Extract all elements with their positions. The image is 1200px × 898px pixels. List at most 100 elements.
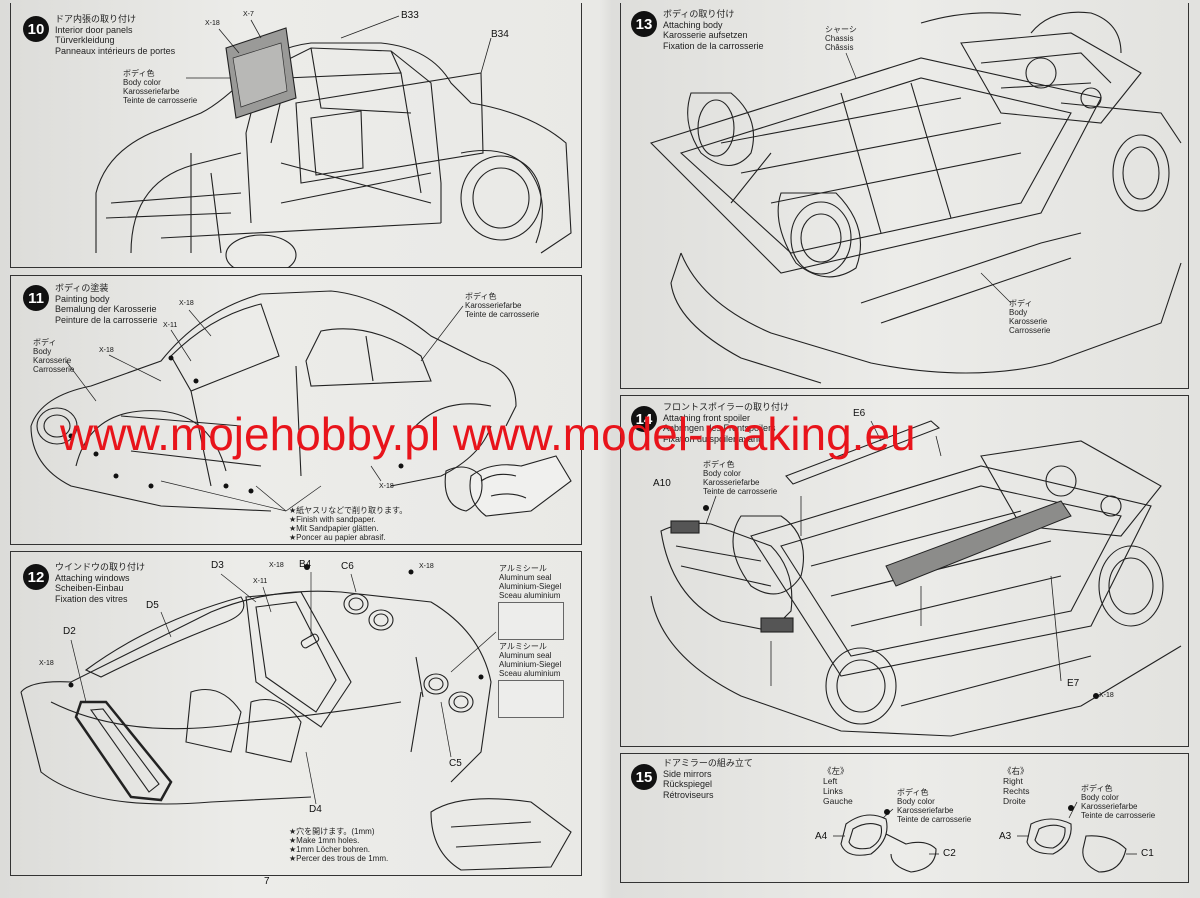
step-15-right-color: ボディ色 Body color Karosseriefarbe Teinte d… <box>1081 784 1155 820</box>
step-11-note: ★紙ヤスリなどで削り取ります。 ★Finish with sandpaper. … <box>289 506 407 542</box>
step-11-titles: ボディの塗装 Painting body Bemalung der Kaross… <box>55 283 158 325</box>
part-x18: X-18 <box>1099 692 1114 699</box>
step-11-illustration <box>30 290 572 517</box>
part-a10: A10 <box>653 478 671 489</box>
step-14-color-callout: ボディ色 Body color Karosseriefarbe Teinte d… <box>703 460 777 496</box>
part-x18: X-18 <box>205 20 220 27</box>
step-13-number: 13 <box>631 11 657 37</box>
step-12-number: 12 <box>23 564 49 590</box>
body-fr: Carrosserie <box>1009 326 1051 335</box>
color-jp: ボディ色 <box>123 69 155 78</box>
step-13-panel: 13 ボディの取り付け Attaching body Karosserie au… <box>620 3 1189 389</box>
part-x11: X-11 <box>253 578 268 585</box>
step-13-titles: ボディの取り付け Attaching body Karosserie aufse… <box>663 9 764 51</box>
step-14-panel: 14 フロントスポイラーの取り付け Attaching front spoile… <box>620 395 1189 747</box>
part-c2: C2 <box>943 848 956 859</box>
color-en: Body color <box>123 78 161 87</box>
color-l-fr: Teinte de carrosserie <box>897 815 972 824</box>
right-fr: Droite <box>1003 796 1026 806</box>
part-b34: B34 <box>491 29 509 40</box>
left-de: Links <box>823 786 843 796</box>
color-l-en: Body color <box>897 797 935 806</box>
seal2-en: Aluminum seal <box>499 651 552 660</box>
step-11-title-en: Painting body <box>55 293 110 304</box>
part-x18-b: X-18 <box>419 563 434 570</box>
step-15-right-label: 《右》 Right Rechts Droite <box>1003 766 1029 806</box>
body-de: Karosserie <box>33 356 72 365</box>
step-13-chassis-callout: シャーシ Chassis Châssis <box>825 25 857 52</box>
step-10-title-en: Interior door panels <box>55 24 133 35</box>
part-d4: D4 <box>309 804 322 815</box>
seal-2-sticker <box>498 680 564 718</box>
left-fr: Gauche <box>823 796 853 806</box>
step-12-title-en: Attaching windows <box>55 572 130 583</box>
body-jp: ボディ <box>33 338 57 347</box>
step-13-title-en: Attaching body <box>663 19 723 30</box>
step-12-panel: 12 ウインドウの取り付け Attaching windows Scheiben… <box>10 551 582 887</box>
chassis-fr: Châssis <box>825 43 854 52</box>
color-l-de: Karosseriefarbe <box>897 806 954 815</box>
step-10-panel: 10 ドア内張の取り付け Interior door panels Türver… <box>10 3 582 268</box>
note-jp: ★穴を開けます。(1mm) <box>289 827 375 836</box>
color-fr: Teinte de carrosserie <box>123 96 198 105</box>
right-jp: 《右》 <box>1003 766 1029 776</box>
right-de: Rechts <box>1003 786 1030 796</box>
color-jp: ボディ色 <box>465 292 497 301</box>
seal1-jp: アルミシール <box>499 564 547 573</box>
note-en: ★Make 1mm holes. <box>289 836 360 845</box>
step-14-title-en: Attaching front spoiler <box>663 412 751 423</box>
part-x11: X-11 <box>163 322 178 329</box>
step-11-panel: 11 ボディの塗装 Painting body Bemalung der Kar… <box>10 275 582 545</box>
part-d5: D5 <box>146 600 159 611</box>
part-e7: E7 <box>1067 678 1080 689</box>
part-c1: C1 <box>1141 848 1154 859</box>
step-12-title-de: Scheiben-Einbau <box>55 583 124 593</box>
seal2-de: Aluminium-Siegel <box>499 660 562 669</box>
watermark-text: www.mojehobby.pl www.model-making.eu <box>60 408 916 460</box>
part-e6: E6 <box>853 408 866 419</box>
note-jp: ★紙ヤスリなどで削り取ります。 <box>289 506 408 515</box>
step-12-seal-1: アルミシール Aluminum seal Aluminium-Siegel Sc… <box>499 564 561 600</box>
step-10-title-de: Türverkleidung <box>55 35 115 45</box>
color-l-jp: ボディ色 <box>897 788 929 797</box>
color-r-en: Body color <box>1081 793 1119 802</box>
step-13-title-jp: ボディの取り付け <box>663 9 735 19</box>
note-fr: ★Percer des trous de 1mm. <box>289 854 389 863</box>
part-x18-c: X-18 <box>39 660 54 667</box>
note-fr: ★Poncer au papier abrasif. <box>289 533 386 542</box>
part-b4: B4 <box>299 559 312 570</box>
step-15-panel: 15 ドアミラーの組み立て Side mirrors Rückspiegel R… <box>620 753 1189 883</box>
part-x18-a: X-18 <box>179 300 194 307</box>
part-x18-c: X-18 <box>379 483 394 490</box>
part-b33: B33 <box>401 10 419 21</box>
color-en: Karosseriefarbe <box>465 301 522 310</box>
step-12-titles: ウインドウの取り付け Attaching windows Scheiben-Ei… <box>55 562 145 604</box>
part-x18-b: X-18 <box>99 347 114 354</box>
step-12-seal-2: アルミシール Aluminum seal Aluminium-Siegel Sc… <box>499 642 561 678</box>
step-15-number: 15 <box>631 764 657 790</box>
color-r-fr: Teinte de carrosserie <box>1081 811 1156 820</box>
seal1-de: Aluminium-Siegel <box>499 582 562 591</box>
step-14-title-de: Anbringen des Frontspoilers <box>663 423 776 433</box>
body-de: Karosserie <box>1009 317 1048 326</box>
chassis-jp: シャーシ <box>825 25 857 34</box>
body-jp: ボディ <box>1009 299 1033 308</box>
note-de: ★Mit Sandpapier glätten. <box>289 524 379 533</box>
step-12-title-jp: ウインドウの取り付け <box>55 562 146 572</box>
step-12-title-fr: Fixation des vitres <box>55 593 128 604</box>
step-15-title-jp: ドアミラーの組み立て <box>663 758 753 768</box>
left-jp: 《左》 <box>823 766 849 776</box>
color-fr: Teinte de carrosserie <box>465 310 540 319</box>
body-fr: Carrosserie <box>33 365 75 374</box>
seal2-jp: アルミシール <box>499 642 547 651</box>
step-15-illustration <box>833 801 1137 873</box>
seal1-fr: Sceau aluminium <box>499 591 561 600</box>
chassis-en: Chassis <box>825 34 854 43</box>
step-11-color-callout: ボディ色 Karosseriefarbe Teinte de carrosser… <box>465 292 539 319</box>
part-x18-a: X-18 <box>269 562 284 569</box>
part-a4: A4 <box>815 831 828 842</box>
part-a3: A3 <box>999 831 1012 842</box>
step-10-titles: ドア内張の取り付け Interior door panels Türverkle… <box>55 14 175 56</box>
part-c5: C5 <box>449 758 462 769</box>
